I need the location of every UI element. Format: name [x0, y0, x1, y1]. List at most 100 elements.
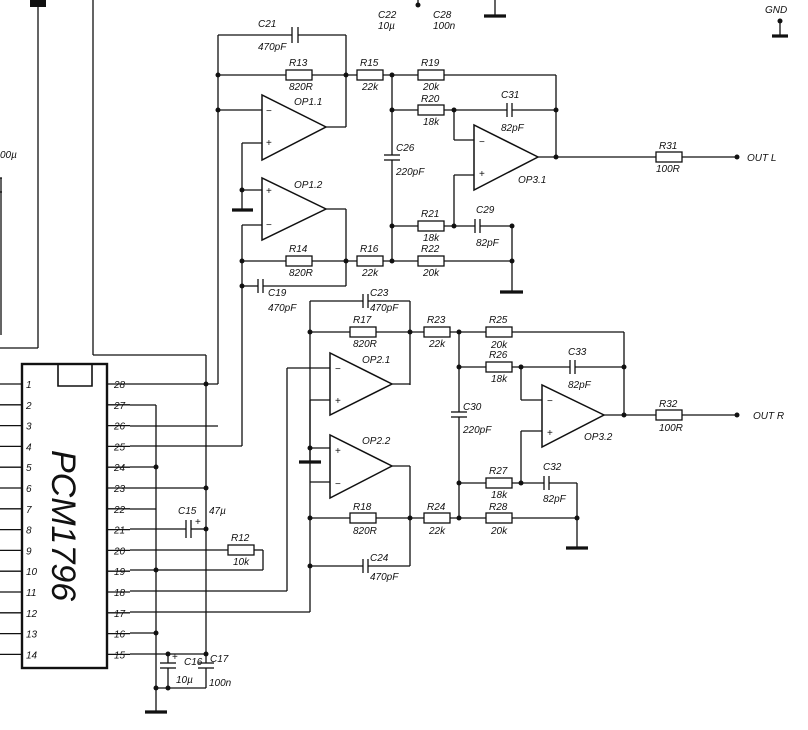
partial-cap-label: 00µ	[0, 150, 17, 161]
c22-value: 10µ	[378, 21, 395, 32]
op1-stage: C21 470pF R13 820R R15 22k − + OP1.1 +	[215, 19, 418, 446]
chip-pin-label: 22	[113, 505, 126, 516]
chip-pin-label: 26	[113, 422, 126, 433]
out-l-label: OUT L	[747, 153, 776, 164]
c31-ref: C31	[501, 90, 519, 101]
c16-plus: +	[172, 652, 178, 663]
r19-resistor	[417, 69, 445, 81]
op2-2-minus: −	[335, 479, 341, 490]
r32-ref: R32	[659, 399, 678, 410]
op3-1-plus: +	[479, 169, 485, 180]
r19-value: 20k	[422, 82, 440, 93]
c33-value: 82pF	[568, 380, 592, 391]
r23-value: 22k	[428, 339, 446, 350]
chip-pin-label: 25	[113, 442, 126, 453]
op3-2-minus: −	[547, 396, 553, 407]
r23-ref: R23	[427, 315, 446, 326]
r27-ref: R27	[489, 466, 508, 477]
c24-value: 470pF	[370, 572, 399, 583]
r32-value: 100R	[659, 423, 683, 434]
r16-ref: R16	[360, 244, 379, 255]
op3-2-plus: +	[547, 428, 553, 439]
op1-2-opamp	[261, 176, 328, 242]
op2-1-ref: OP2.1	[362, 355, 390, 366]
c29-value: 82pF	[476, 238, 500, 249]
op2-1-minus: −	[335, 364, 341, 375]
op1-2-minus: −	[266, 220, 272, 231]
chip-pin-label: 28	[113, 380, 126, 391]
c33-ref: C33	[568, 347, 587, 358]
r26-value: 18k	[491, 374, 508, 385]
op3-1-stage: C26 220pF R19 20k R20 18k C31 82pF − + O…	[384, 58, 776, 294]
r20-resistor	[417, 104, 445, 116]
c19-value: 470pF	[268, 303, 297, 314]
chip-pin-label: 12	[26, 609, 38, 620]
c16-value: 10µ	[176, 675, 193, 686]
chip-pin-label: 15	[114, 650, 126, 661]
c29-ref: C29	[476, 205, 495, 216]
chip-pin-label: 23	[113, 484, 126, 495]
r13-resistor	[285, 69, 313, 81]
chip-pin-label: 21	[113, 526, 125, 537]
r23-resistor	[423, 326, 451, 338]
op2-1-plus: +	[335, 396, 341, 407]
r20-value: 18k	[423, 117, 440, 128]
chip-pin-label: 10	[26, 567, 38, 578]
op1-2-ref: OP1.2	[294, 180, 323, 191]
c26-ref: C26	[396, 143, 415, 154]
chip-pin-label: 16	[114, 630, 126, 641]
chip-pin-label: 8	[26, 526, 32, 537]
c21-ref: C21	[258, 19, 276, 30]
op2-2-plus: +	[335, 446, 341, 457]
r15-ref: R15	[360, 58, 379, 69]
r20-ref: R20	[421, 94, 440, 105]
r19-ref: R19	[421, 58, 440, 69]
r17-resistor	[349, 326, 377, 338]
chip-pin-label: 27	[113, 401, 126, 412]
chip-pin-label: 6	[26, 484, 32, 495]
r22-resistor	[417, 255, 445, 267]
c15-ref: C15	[178, 506, 197, 517]
gnd-label: GND	[765, 5, 787, 16]
c32-value: 82pF	[543, 494, 567, 505]
r27-value: 18k	[491, 490, 508, 501]
c19-ref: C19	[268, 288, 287, 299]
r28-resistor	[485, 512, 513, 524]
r15-resistor	[356, 69, 384, 81]
r14-ref: R14	[289, 244, 308, 255]
r31-resistor	[655, 151, 683, 163]
c23-value: 470pF	[370, 303, 399, 314]
chip-name: PCM1796	[44, 450, 82, 601]
r13-ref: R13	[289, 58, 308, 69]
chip-pin-label: 4	[26, 442, 32, 453]
op3-2-opamp	[541, 383, 606, 449]
r16-value: 22k	[361, 268, 379, 279]
c32-ref: C32	[543, 462, 562, 473]
r25-value: 20k	[490, 340, 508, 351]
chip-pin-label: 5	[26, 463, 32, 474]
r21-resistor	[417, 220, 445, 232]
r13-value: 820R	[289, 82, 313, 93]
op3-1-ref: OP3.1	[518, 175, 546, 186]
r15-value: 22k	[361, 82, 379, 93]
chip-right-wiring: C15 + 47µ R12 10k + C16 10µ C17 100n	[130, 381, 311, 714]
r14-value: 820R	[289, 268, 313, 279]
chip-pin-label: 18	[114, 588, 126, 599]
r21-value: 18k	[423, 233, 440, 244]
op3-1-opamp	[473, 123, 540, 192]
chip-pin-label: 3	[26, 422, 32, 433]
top-supply-area: 00µ C22 10µ C28 100n GND	[0, 0, 788, 384]
r24-ref: R24	[427, 502, 446, 513]
c23-ref: C23	[370, 288, 389, 299]
chip-pin-label: 7	[26, 505, 32, 516]
c21-value: 470pF	[258, 42, 287, 53]
op3-2-stage: C30 220pF R25 20k R26 18k C33 82pF − + O…	[451, 315, 784, 550]
r32-resistor	[655, 409, 683, 421]
c15-value: 47µ	[209, 506, 226, 517]
r18-ref: R18	[353, 502, 372, 513]
r22-value: 20k	[422, 268, 440, 279]
r24-resistor	[423, 512, 451, 524]
c28-ref: C28	[433, 10, 452, 21]
